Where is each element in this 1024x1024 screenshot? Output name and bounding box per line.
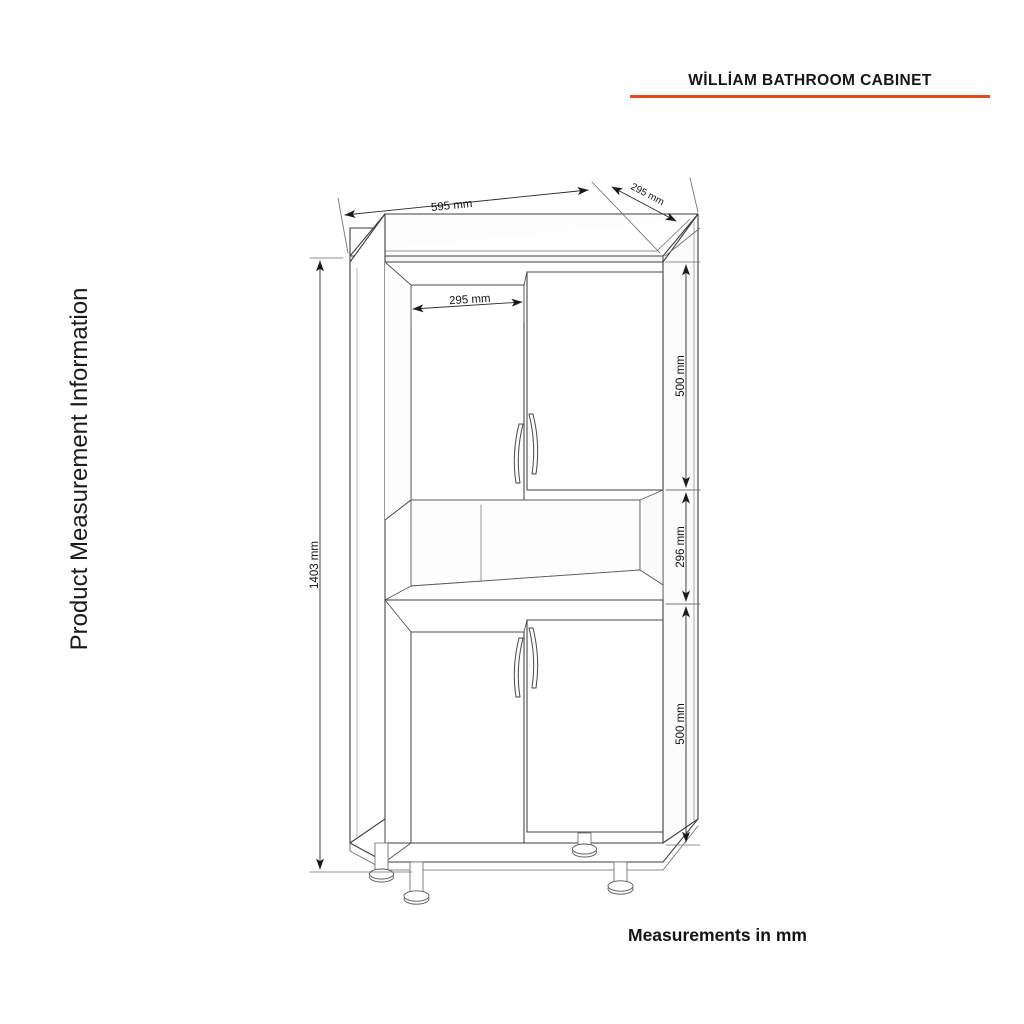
upper-door-handles (513, 413, 539, 484)
leg-front-left (403, 861, 430, 905)
open-shelf-right-wall (639, 489, 664, 586)
handle-upper-right (528, 413, 539, 475)
dim-line-door-width (412, 298, 523, 313)
dimension-label-total-height-1403: 1403 mm (309, 541, 321, 589)
page-title: WİLLİAM BATHROOM CABINET (688, 72, 932, 89)
dim-line-depth (611, 186, 677, 222)
dim-line-595 (344, 187, 589, 218)
ext-line-depth-front (664, 227, 701, 257)
lower-interior-left-wall (384, 599, 412, 863)
cabinet-base-skirt (349, 825, 699, 871)
dimension-label-door-width-295: 295 mm (449, 293, 491, 307)
dimension-label-depth-295: 295 mm (629, 181, 666, 208)
title-underline-rule (630, 95, 990, 98)
leg-back-left (369, 842, 394, 883)
dimension-lower-500 (665, 603, 701, 846)
dimension-door-width-295 (410, 285, 525, 326)
upper-door-right (526, 271, 664, 491)
lower-interior-top-wall (410, 619, 664, 633)
dimension-label-lower-500: 500 mm (675, 703, 687, 745)
dimension-depth-295 (611, 177, 701, 257)
title-block: WİLLİAM BATHROOM CABINET (620, 72, 1000, 98)
dimension-label-middle-296: 296 mm (675, 526, 687, 568)
handle-lower-right (528, 627, 539, 689)
leg-back-right (572, 832, 597, 858)
open-shelf-bottom-surface (384, 569, 664, 601)
upper-door-left (410, 284, 525, 501)
ext-line-595-left (337, 197, 349, 254)
dimension-label-upper-500: 500 mm (675, 355, 687, 397)
handle-upper-left (513, 423, 524, 484)
handle-lower-left (513, 637, 524, 698)
dimension-total-height-1403 (309, 257, 413, 873)
cabinet-legs (369, 832, 634, 905)
top-panel-inner-line (359, 218, 691, 252)
upper-interior-left-wall (384, 261, 412, 521)
leg-front-right (607, 861, 634, 895)
measurement-units-note: Measurements in mm (628, 925, 807, 945)
upper-interior-top-wall (410, 271, 664, 286)
lower-door-left (410, 631, 525, 844)
top-panel-front-edge (349, 255, 664, 263)
lower-door-handles (513, 627, 539, 698)
lower-door-right (526, 619, 664, 833)
dimension-label-width-595: 595 mm (430, 198, 473, 214)
cabinet-left-side-panel (349, 213, 386, 844)
open-shelf-top-front-edge (384, 499, 412, 521)
ext-line-depth-back (689, 177, 699, 213)
